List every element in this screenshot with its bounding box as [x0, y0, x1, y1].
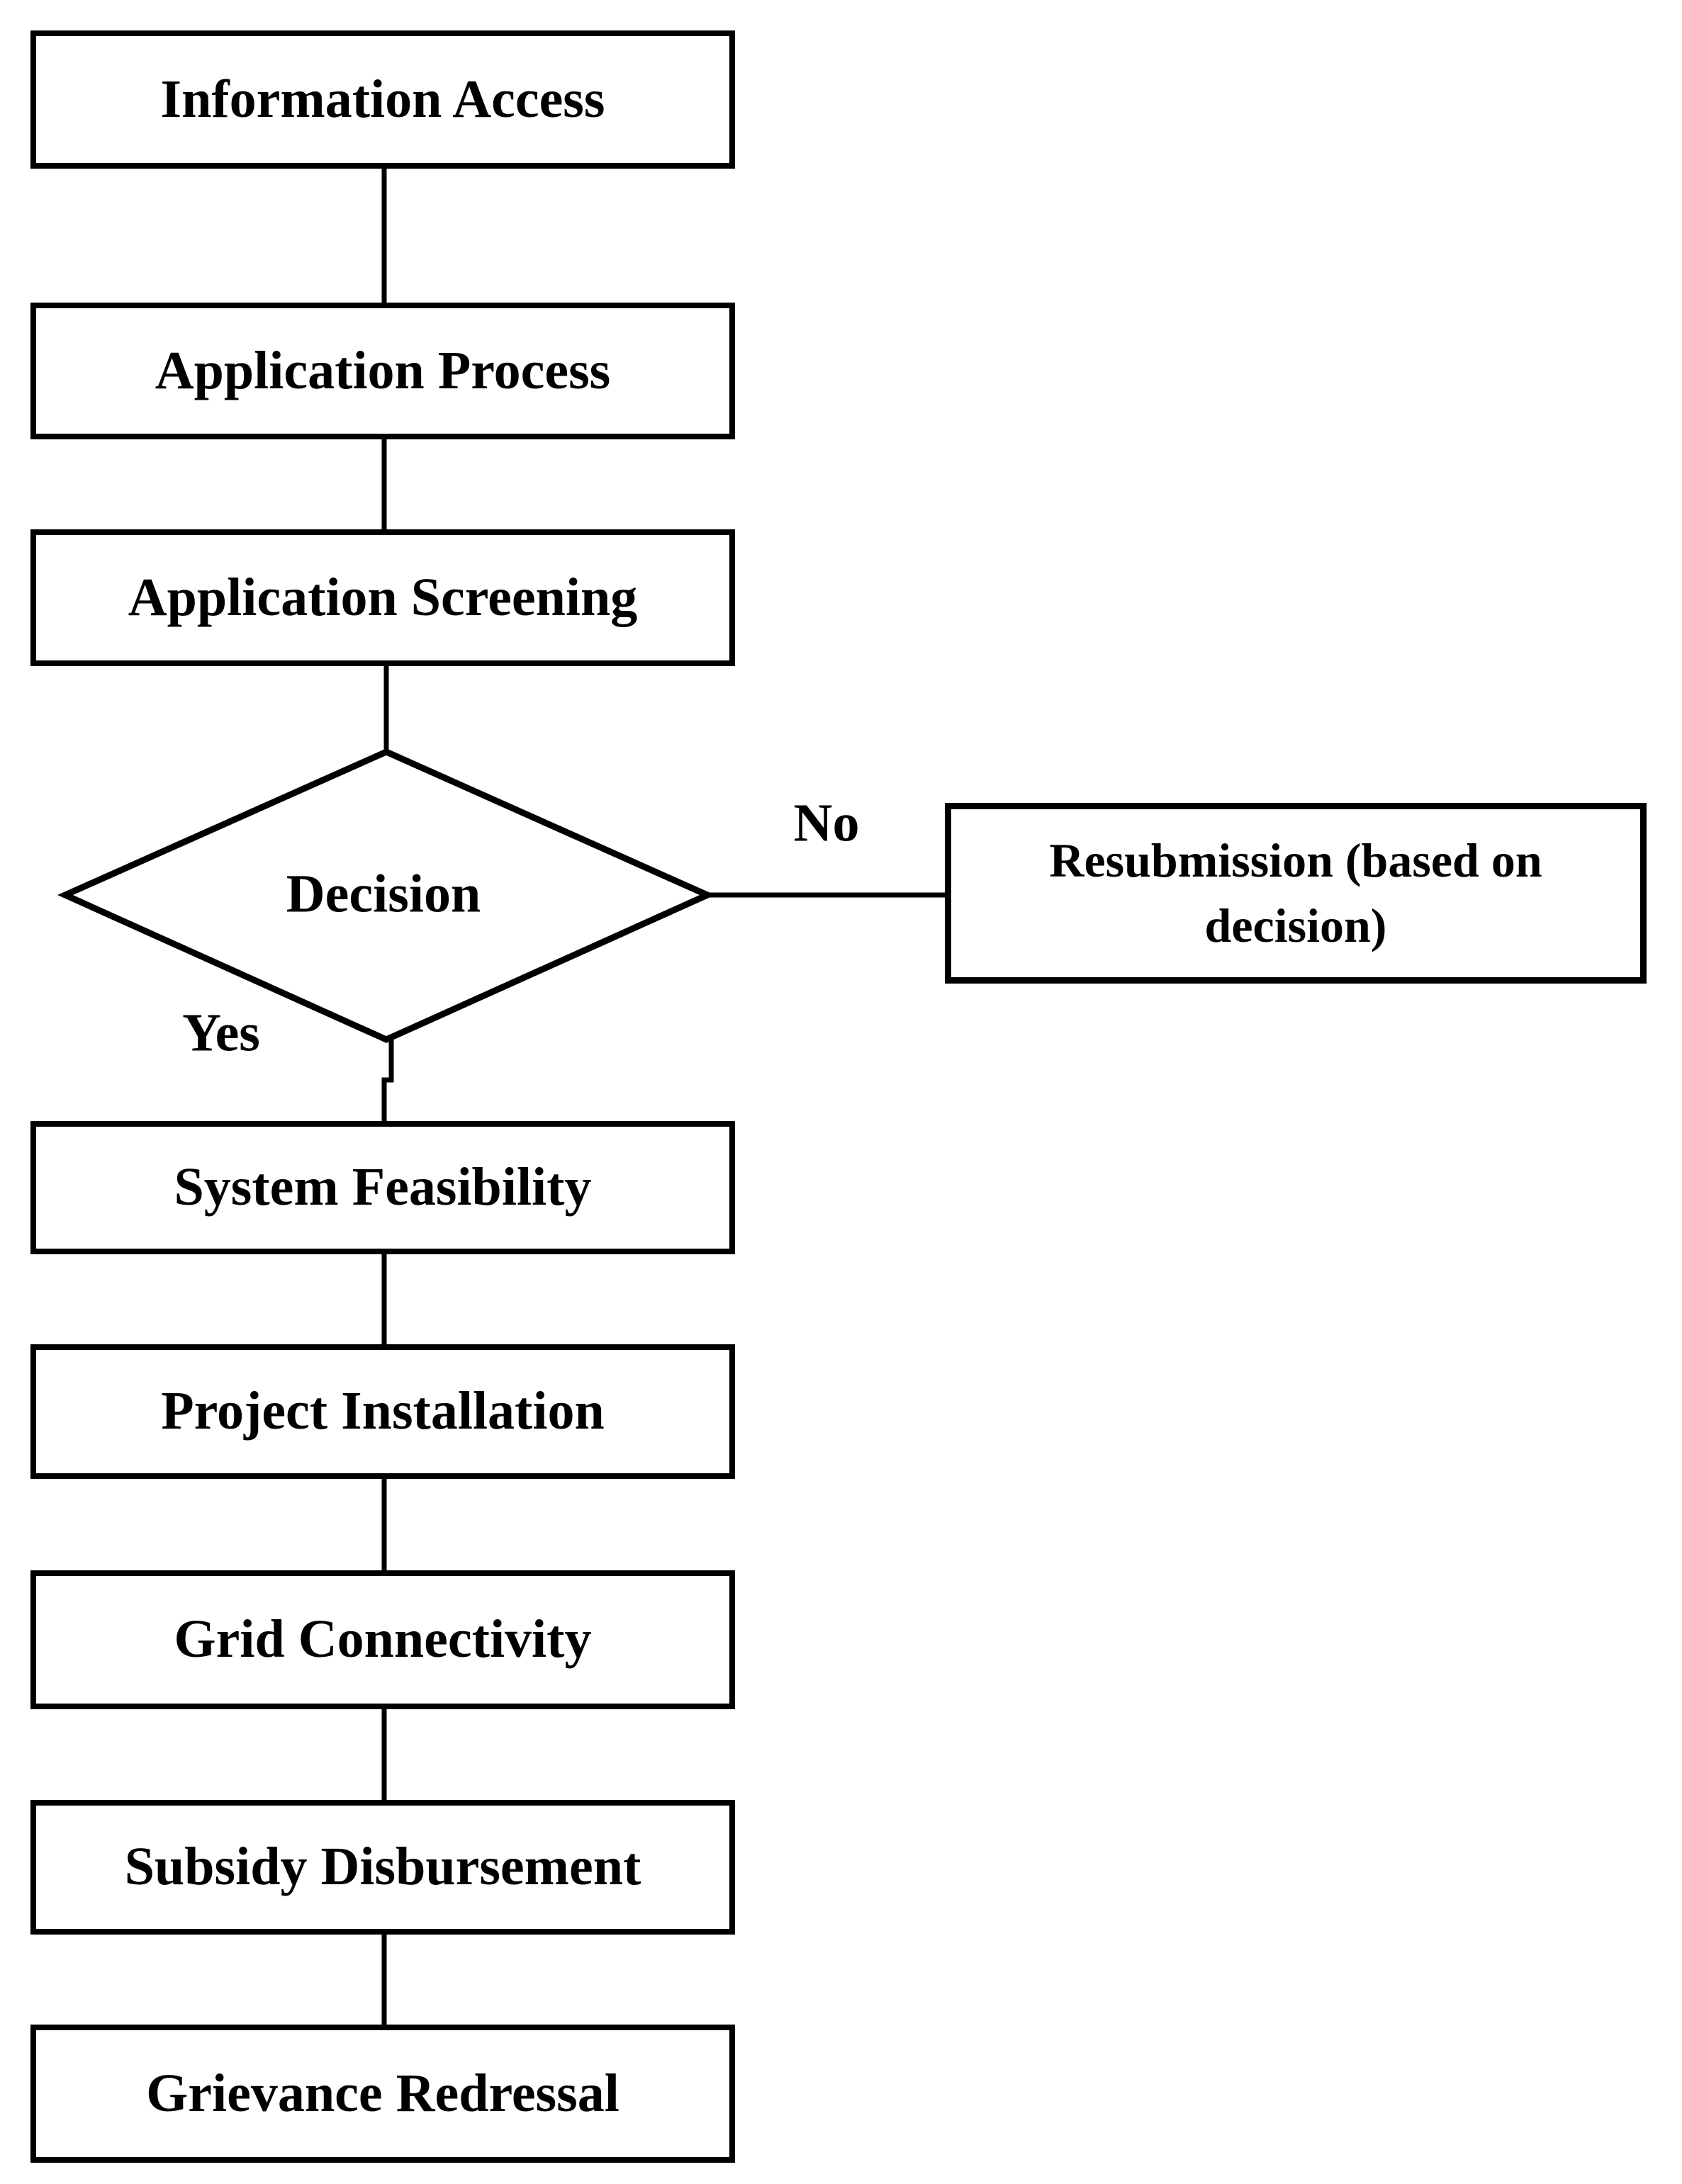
node-application-process: Application Process	[30, 303, 735, 439]
node-resubmission-label: Resubmission (based on decision)	[1049, 833, 1542, 952]
node-grid-connectivity-label: Grid Connectivity	[174, 1609, 592, 1670]
node-subsidy-disbursement: Subsidy Disbursement	[30, 1800, 735, 1935]
node-system-feasibility-label: System Feasibility	[174, 1157, 592, 1217]
edge-label-yes: Yes	[182, 1003, 260, 1063]
node-system-feasibility: System Feasibility	[30, 1121, 735, 1254]
node-resubmission: Resubmission (based on decision)	[945, 803, 1647, 984]
node-grid-connectivity: Grid Connectivity	[30, 1570, 735, 1709]
node-information-access-label: Information Access	[160, 69, 605, 129]
node-project-installation: Project Installation	[30, 1344, 735, 1479]
edge-decision-yes-connector	[381, 1037, 394, 1124]
node-information-access: Information Access	[30, 30, 735, 169]
node-grievance-redressal-label: Grievance Redressal	[146, 2063, 619, 2123]
node-project-installation-label: Project Installation	[161, 1381, 605, 1441]
node-subsidy-disbursement-label: Subsidy Disbursement	[124, 1837, 641, 1897]
node-application-process-label: Application Process	[155, 340, 611, 400]
node-decision-label: Decision	[286, 864, 481, 924]
node-application-screening: Application Screening	[30, 529, 735, 666]
node-application-screening-label: Application Screening	[128, 567, 638, 627]
node-grievance-redressal: Grievance Redressal	[30, 2025, 735, 2163]
decision-diamond-shape	[57, 748, 716, 1043]
edge-label-no: No	[793, 793, 860, 853]
